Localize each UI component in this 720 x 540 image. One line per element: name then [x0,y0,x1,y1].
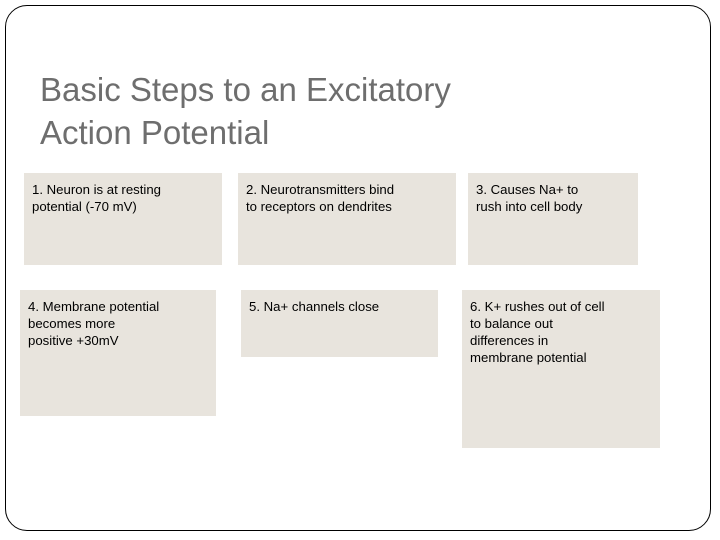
page-title: Basic Steps to an Excitatory Action Pote… [40,71,451,151]
step-box-2: 2. Neurotransmitters bind to receptors o… [238,173,456,265]
step-box-3: 3. Causes Na+ to rush into cell body [468,173,638,265]
step-box-1: 1. Neuron is at resting potential (-70 m… [24,173,222,265]
step-box-6: 6. K+ rushes out of cell to balance out … [462,290,660,448]
step-box-4: 4. Membrane potential becomes more posit… [20,290,216,416]
step-box-5: 5. Na+ channels close [241,290,438,357]
